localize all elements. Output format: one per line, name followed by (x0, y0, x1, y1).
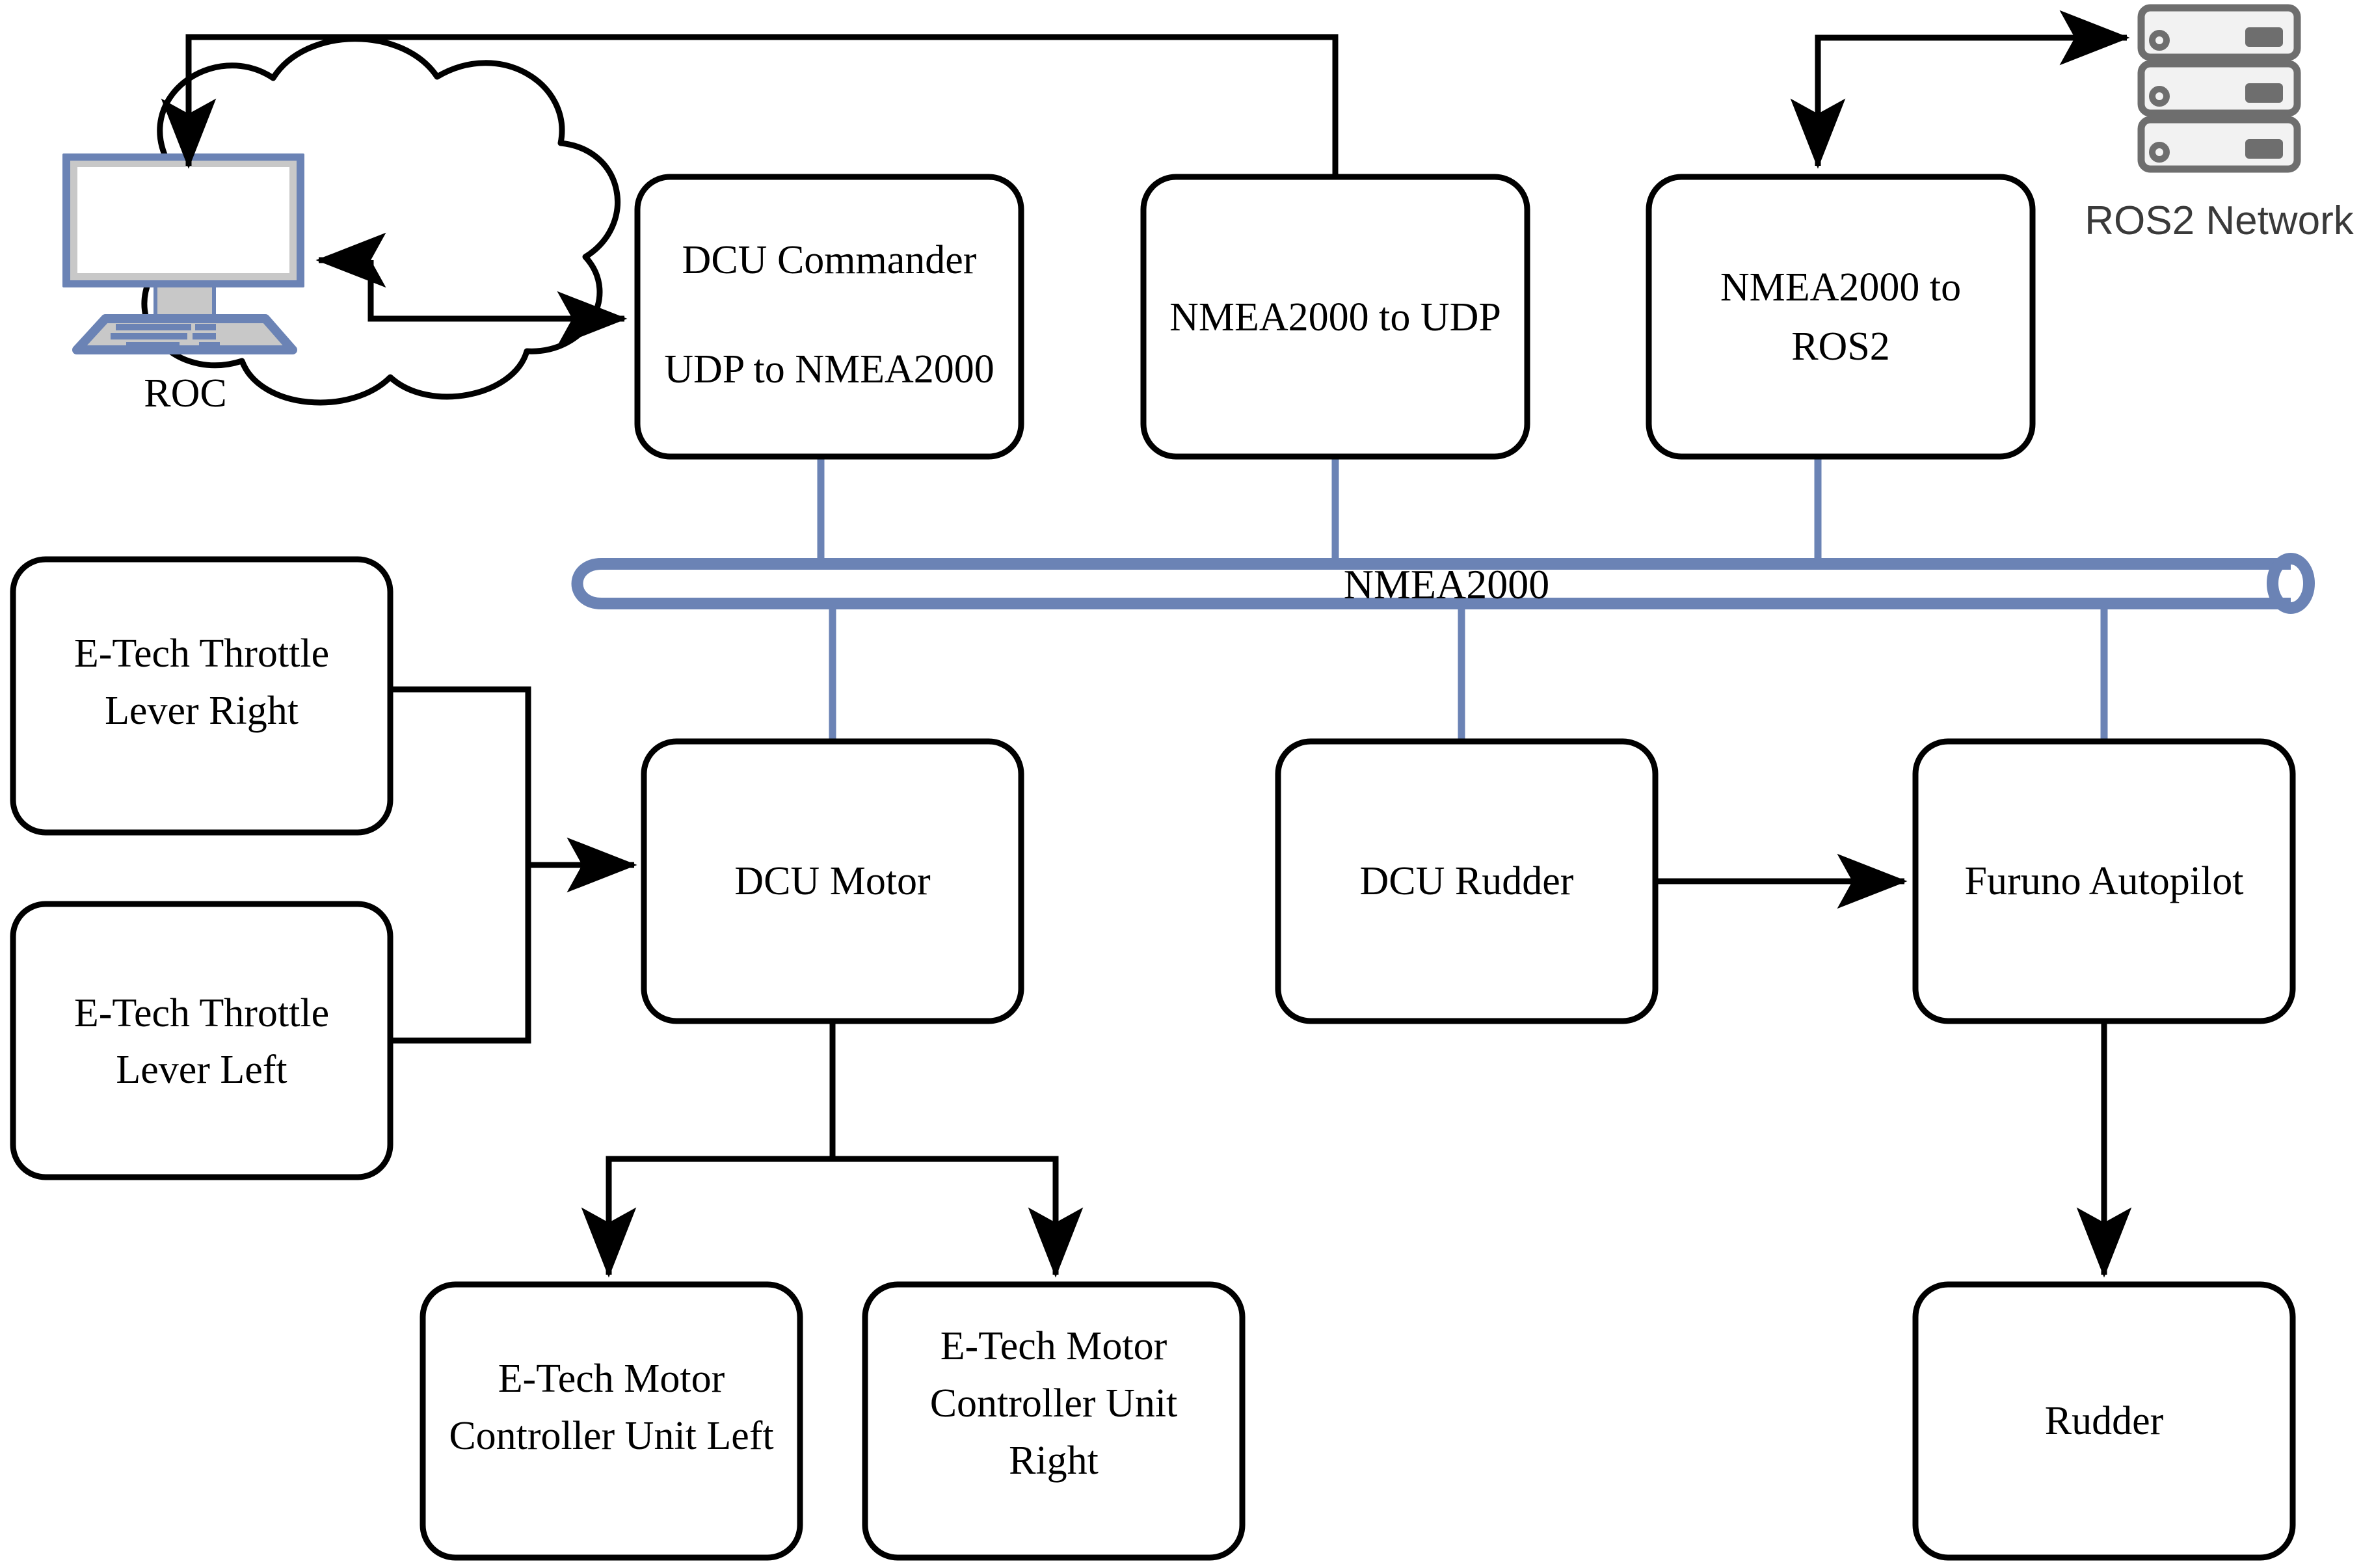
node-label-line: E-Tech Throttle (74, 631, 329, 676)
node-etech-throttle-lever-right[interactable]: E-Tech Throttle Lever Right (10, 556, 394, 836)
monitor-screen (77, 167, 289, 273)
server-led-3 (2149, 142, 2170, 163)
arrow-dcu-motor-to-mcu-left (581, 1156, 833, 1278)
node-furuno-autopilot[interactable]: Furuno Autopilot (1912, 738, 2296, 1024)
node-label-line: NMEA2000 to UDP (1169, 295, 1501, 339)
ros2-network-label: ROS2 Network (2085, 198, 2354, 243)
arrow-roc-to-dcu-commander (367, 260, 628, 347)
bus-left-cap (571, 558, 602, 609)
arrow-dcu-motor-to-mcu-right (833, 1156, 1084, 1278)
node-label-line: E-Tech Motor (498, 1357, 725, 1401)
arrow-nmea-ros2-to-server (1815, 10, 2130, 156)
roc-label: ROC (144, 371, 226, 416)
keyboard-key-row3b (199, 342, 220, 349)
bus-body (602, 558, 2291, 609)
node-etech-motor-controller-unit-right[interactable]: E-Tech Motor Controller Unit Right (862, 1281, 1246, 1561)
bus-label: NMEA2000 (1344, 561, 1549, 607)
node-label-line: NMEA2000 to (1720, 265, 1961, 310)
ros2-network-group: ROS2 Network (2085, 4, 2354, 243)
node-etech-throttle-lever-left[interactable]: E-Tech Throttle Lever Left (10, 901, 394, 1180)
node-label-line: Lever Left (116, 1048, 287, 1092)
bracket-throttle-levers (390, 686, 531, 1044)
monitor-stand-neck (156, 287, 213, 319)
node-label-line: Controller Unit (930, 1381, 1178, 1426)
server-unit-1 (2137, 4, 2301, 61)
keyboard-key-row1b (195, 324, 216, 330)
node-label-line: E-Tech Motor (940, 1324, 1167, 1368)
node-nmea2000-to-ros2[interactable]: NMEA2000 to ROS2 (1646, 174, 2036, 460)
server-led-2 (2149, 86, 2170, 107)
node-label-line: DCU Commander (682, 238, 977, 282)
node-rudder[interactable]: Rudder (1912, 1281, 2296, 1561)
nmea2000-bus[interactable]: NMEA2000 (571, 553, 2315, 614)
node-etech-motor-controller-unit-left[interactable]: E-Tech Motor Controller Unit Left (420, 1281, 803, 1561)
node-dcu-commander[interactable]: DCU Commander UDP to NMEA2000 (634, 174, 1024, 460)
monitor-stand-neck-edge2 (212, 287, 216, 319)
node-label-line: Rudder (2045, 1399, 2164, 1443)
roc-group: ROC (62, 36, 620, 416)
keyboard-spacebar (126, 342, 180, 349)
node-label-line: ROS2 (1791, 325, 1890, 369)
node-dcu-motor[interactable]: DCU Motor (641, 738, 1024, 1024)
node-label-line: Right (1009, 1439, 1099, 1483)
node-label-line: Furuno Autopilot (1965, 859, 2244, 903)
node-nmea2000-to-udp[interactable]: NMEA2000 to UDP (1140, 174, 1530, 460)
server-bay-3 (2245, 139, 2283, 159)
server-unit-2 (2137, 60, 2301, 117)
bus-stub-layer (817, 457, 2108, 741)
node-label-line: DCU Rudder (1360, 859, 1574, 903)
keyboard-key-row2b (193, 333, 216, 339)
server-led-1 (2149, 30, 2170, 51)
node-label-line: UDP to NMEA2000 (664, 347, 994, 392)
keyboard-key-row1 (116, 324, 191, 330)
arrow-nmea-udp-to-roc (161, 34, 1339, 177)
node-label-line: DCU Motor (734, 859, 931, 903)
server-bay-2 (2245, 83, 2283, 103)
server-unit-3 (2137, 116, 2301, 173)
node-dcu-rudder[interactable]: DCU Rudder (1275, 738, 1659, 1024)
keyboard-key-row2 (111, 333, 187, 339)
node-label-line: Lever Right (105, 689, 299, 733)
server-bay-1 (2245, 27, 2283, 47)
monitor-stand-neck-edge (153, 287, 157, 319)
connector-layer (161, 10, 2132, 1278)
bus-right-cap (2267, 553, 2315, 614)
node-label-line: E-Tech Throttle (74, 991, 329, 1035)
node-label-line: Controller Unit Left (449, 1414, 773, 1458)
